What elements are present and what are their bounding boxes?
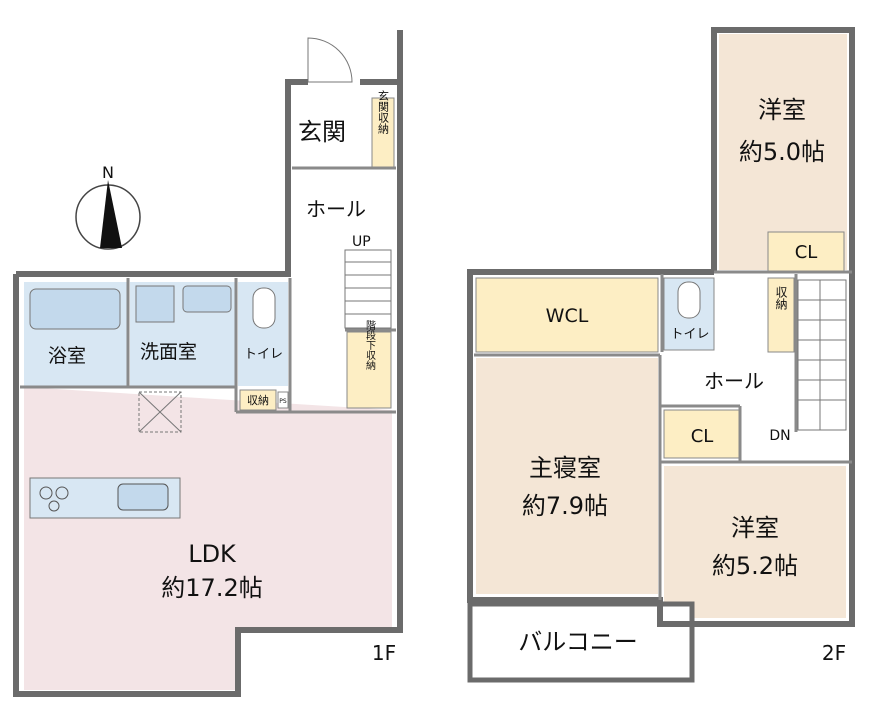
ldk-room	[24, 387, 392, 690]
ceiling-hatch	[138, 391, 182, 433]
inner-walls-1f	[20, 166, 396, 414]
compass-needle	[100, 180, 122, 248]
closet-a	[767, 231, 845, 273]
toilet-label-1f: トイレ	[244, 347, 283, 362]
closet-b-label: CL	[691, 426, 714, 447]
western-room-a	[719, 34, 847, 270]
wcl-label: WCL	[546, 305, 589, 327]
stove-burner	[48, 500, 60, 512]
toilet-fixture-2f	[677, 281, 701, 319]
master-bedroom-name: 主寝室	[529, 454, 601, 482]
balcony-label: バルコニー	[518, 628, 638, 656]
floor-2-label: 2F	[822, 641, 846, 665]
under-stairs-label: 階段下収納	[364, 320, 376, 371]
bathtub	[29, 288, 121, 330]
ldk-size-label: 約17.2帖	[161, 574, 262, 602]
hall-label-1f: ホール	[306, 197, 366, 221]
inner-walls-2f	[474, 270, 852, 600]
western-room-b	[664, 466, 846, 618]
storage-1f	[239, 389, 277, 411]
dn-label: DN	[769, 428, 790, 444]
compass-north-label: N	[102, 163, 114, 182]
stairs-1f	[344, 249, 392, 329]
under-stairs-storage	[346, 331, 392, 409]
stairs-2f	[797, 279, 847, 431]
walk-in-closet	[475, 277, 659, 353]
stove-burner	[39, 486, 53, 500]
ps-box	[277, 391, 289, 409]
western-room-b-name: 洋室	[731, 514, 779, 542]
western-room-a-name: 洋室	[758, 96, 806, 124]
toilet-fixture-1f	[252, 287, 276, 329]
floor-1: 玄関 玄関収納 ホール UP 浴室 洗面室 トイレ 階段下収納 収納 PS LD…	[13, 30, 403, 697]
washer	[135, 285, 175, 323]
entrance-storage-label: 玄関収納	[377, 89, 390, 135]
floor-2: 洋室 約5.0帖 CL WCL トイレ 収納 ホール CL DN 主寝室 約7.…	[467, 27, 855, 683]
bath-label: 浴室	[48, 345, 86, 367]
balcony	[467, 601, 695, 683]
closet-b	[663, 409, 741, 459]
wash-basin	[182, 285, 232, 313]
master-bedroom	[476, 358, 658, 594]
storage-label-1f: 収納	[247, 394, 269, 407]
walls-2f	[467, 27, 855, 627]
washroom-label: 洗面室	[140, 341, 197, 363]
floor-1-label: 1F	[372, 641, 396, 665]
toilet-label-2f: トイレ	[670, 327, 709, 342]
up-label: UP	[352, 234, 371, 250]
entrance-door	[307, 37, 353, 83]
entrance-label: 玄関	[298, 118, 346, 146]
storage-label-2f: 収納	[774, 286, 788, 310]
entrance-storage-label-text: 玄関収納	[377, 89, 390, 135]
western-room-a-size: 約5.0帖	[739, 138, 825, 166]
kitchen-sink	[117, 483, 169, 511]
hall-label-2f: ホール	[704, 369, 764, 393]
storage-2f	[767, 277, 795, 353]
closet-a-label: CL	[795, 242, 818, 263]
ps-label: PS	[279, 398, 287, 405]
walls-1f	[13, 30, 403, 697]
compass: N	[75, 163, 141, 250]
ldk-name-label: LDK	[188, 540, 237, 568]
stove-burner	[55, 486, 69, 500]
master-bedroom-size: 約7.9帖	[522, 492, 608, 520]
western-room-b-size: 約5.2帖	[712, 552, 798, 580]
